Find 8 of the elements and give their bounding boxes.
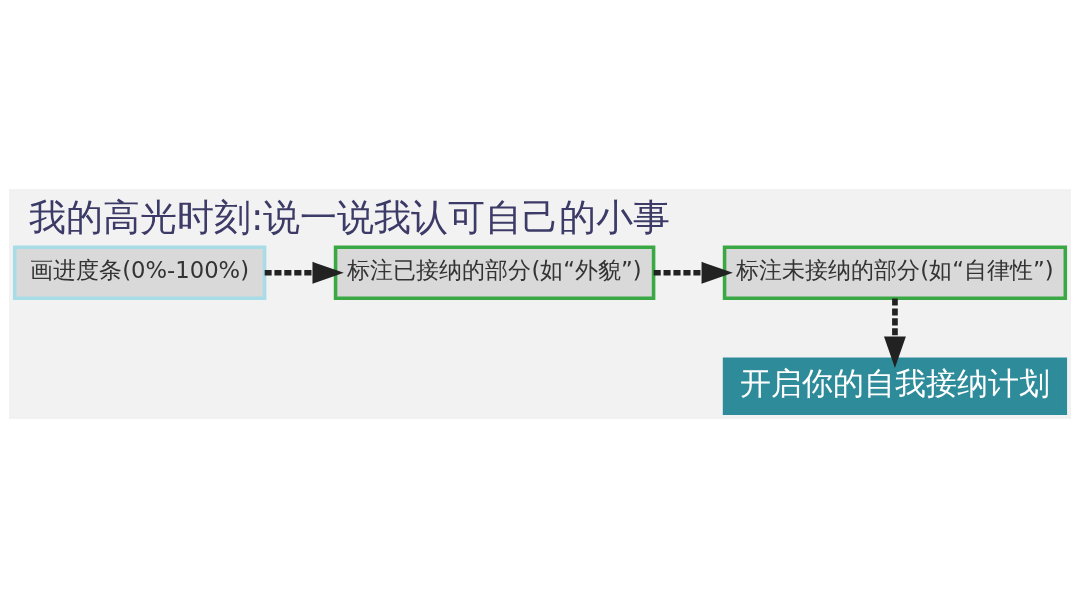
- node-box: 标注未接纳的部分(如“自律性”): [722, 245, 1068, 301]
- node-box: 画进度条(0%-100%): [12, 245, 267, 301]
- node-box: 标注已接纳的部分(如“外貌”): [333, 245, 656, 301]
- diagram-title: 我的高光时刻:说一说我认可自己的小事: [29, 195, 671, 239]
- node-box: 开启你的自我接纳计划: [722, 357, 1068, 416]
- arrow: [883, 298, 906, 368]
- arrow: [264, 261, 344, 284]
- arrow: [653, 261, 733, 284]
